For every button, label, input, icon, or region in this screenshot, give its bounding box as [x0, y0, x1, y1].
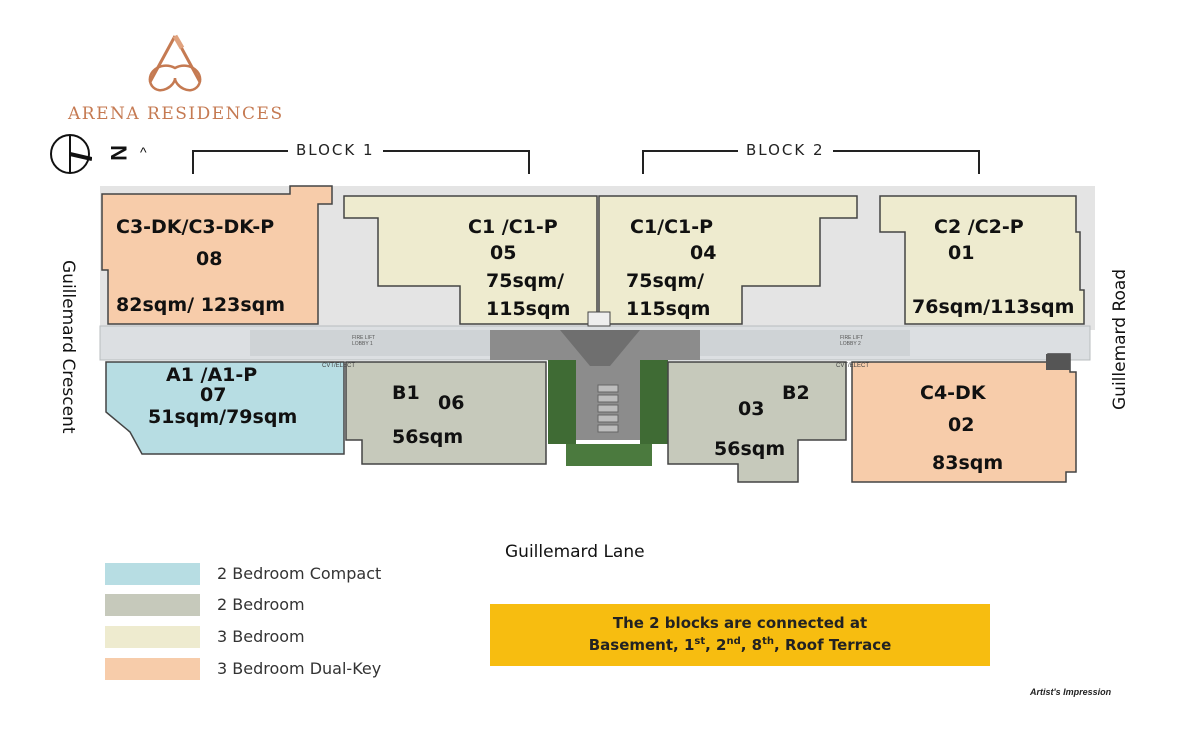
unit-06-type: B1	[392, 382, 420, 404]
unit-08-area: 82sqm/ 123sqm	[116, 294, 286, 316]
fire-lift-lobby-2: FIRE LIFT LOBBY 2	[840, 335, 863, 347]
unit-06-shape	[345, 361, 547, 465]
court-benches	[597, 384, 619, 433]
garden-right	[640, 360, 668, 444]
unit-02-area: 83sqm	[932, 452, 1004, 474]
artist-impression: Artist's Impression	[1030, 687, 1112, 697]
legend-label-compact: 2 Bedroom Compact	[217, 564, 382, 583]
unit-02-balcony	[1046, 354, 1070, 370]
cvt-elect-2: CVT/ELECT	[836, 363, 870, 369]
legend-swatch-three-bed	[105, 626, 200, 648]
compass: N ^	[48, 132, 158, 177]
legend-swatch-dual-key	[105, 658, 200, 680]
unit-01-area: 76sqm/113sqm	[912, 296, 1075, 318]
unit-07-type: A1 /A1-P	[166, 364, 258, 386]
unit-07-number: 07	[200, 384, 227, 406]
arena-logo-icon	[148, 34, 202, 92]
note-basement: Basement, 1	[588, 636, 695, 654]
unit-03-area: 56sqm	[714, 438, 786, 460]
road-left: Guillemard Crescent	[58, 260, 78, 434]
corridor-detail-left	[250, 330, 490, 356]
cvt-elect-1: CVT/ELECT	[322, 363, 356, 369]
unit-04-type: C1/C1-P	[630, 216, 714, 238]
unit-04-shape	[598, 195, 858, 325]
court-funnel	[560, 330, 640, 366]
core-stub	[587, 311, 611, 327]
unit-01-type: C2 /C2-P	[934, 216, 1024, 238]
note-sup-2: nd	[726, 636, 741, 647]
compass-icon	[50, 134, 92, 174]
note-sep-2: , 8	[740, 636, 763, 654]
note-sep-1: , 2	[705, 636, 727, 654]
unit-03-shape	[667, 361, 847, 483]
fire-lift-lobby-1: FIRE LIFT LOBBY 1	[352, 335, 375, 347]
brand-logo: ARENA RESIDENCES	[60, 30, 290, 125]
unit-06-area: 56sqm	[392, 426, 464, 448]
note-sup-1: st	[694, 636, 706, 647]
legend-label-dual-key: 3 Bedroom Dual-Key	[217, 659, 382, 678]
legend-swatch-compact	[105, 563, 200, 585]
unit-05-shape	[343, 195, 598, 325]
unit-08-shape	[101, 185, 333, 325]
unit-07-area: 51sqm/79sqm	[148, 406, 298, 428]
unit-05-type: C1 /C1-P	[468, 216, 558, 238]
unit-01-number: 01	[948, 242, 975, 264]
brand-name: ARENA RESIDENCES	[68, 104, 284, 124]
unit-03-type: B2	[782, 382, 810, 404]
block-2-label: BLOCK 2	[738, 141, 833, 159]
compass-arrow: ^	[140, 144, 147, 160]
unit-05-number: 05	[490, 242, 517, 264]
unit-04-number: 04	[690, 242, 717, 264]
corridor-detail-right	[670, 330, 910, 356]
unit-01-shape	[879, 195, 1085, 325]
block-1-label: BLOCK 1	[288, 141, 383, 159]
note-sup-3: th	[762, 636, 775, 647]
garden-left	[548, 360, 576, 444]
unit-06-number: 06	[438, 392, 465, 414]
legend-label-two-bed: 2 Bedroom	[217, 595, 305, 614]
unit-07-shape	[105, 361, 345, 455]
note-line-1: The 2 blocks are connected at	[612, 614, 868, 632]
road-right: Guillemard Road	[1110, 268, 1130, 410]
unit-02-type: C4-DK	[920, 382, 986, 404]
legend-label-three-bed: 3 Bedroom	[217, 627, 305, 646]
unit-03-number: 03	[738, 398, 765, 420]
unit-04-area-1: 75sqm/	[626, 270, 705, 292]
garden-bottom	[566, 444, 652, 466]
road-bottom: Guillemard Lane	[505, 542, 645, 562]
unit-08-type: C3-DK/C3-DK-P	[116, 216, 275, 238]
unit-04-area-2: 115sqm	[626, 298, 711, 320]
legend-swatch-two-bed	[105, 594, 200, 616]
unit-02-number: 02	[948, 414, 975, 436]
unit-05-area-2: 115sqm	[486, 298, 571, 320]
note-roof-terrace: , Roof Terrace	[774, 636, 892, 654]
connection-note: The 2 blocks are connected at Basement, …	[490, 604, 990, 666]
note-line-2: Basement, 1st, 2nd, 8th, Roof Terrace	[490, 636, 990, 654]
unit-05-area-1: 75sqm/	[486, 270, 565, 292]
unit-08-number: 08	[196, 248, 223, 270]
